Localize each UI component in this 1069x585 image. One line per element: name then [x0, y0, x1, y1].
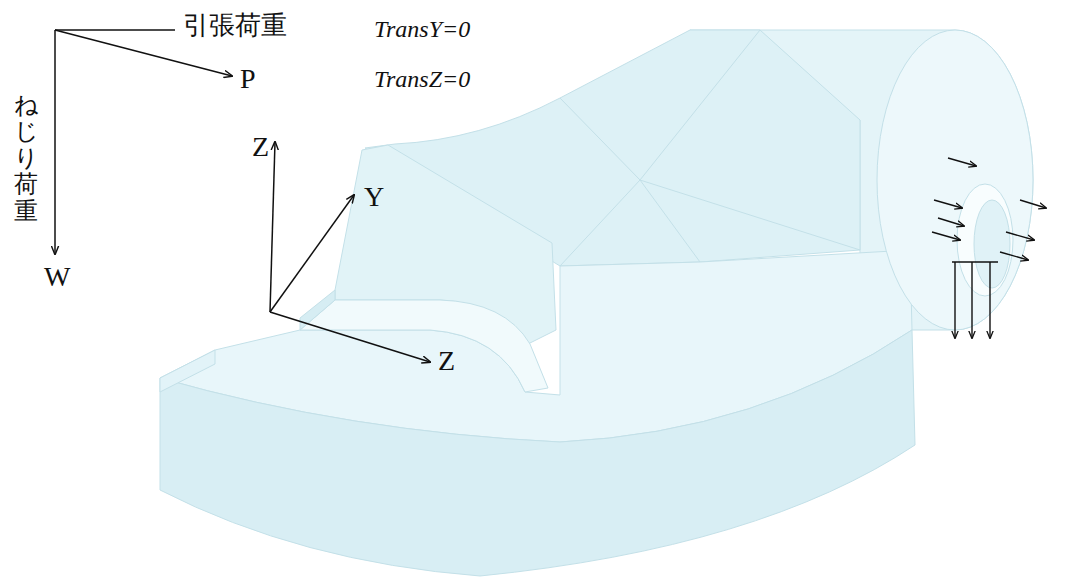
load-legend-lines — [55, 30, 232, 254]
load-arrows — [932, 158, 1046, 338]
coordinate-axes-piece — [270, 142, 275, 312]
load-symbol: W — [44, 262, 70, 293]
load-arrows-piece — [932, 232, 960, 240]
boss-hole-inner — [974, 200, 1010, 288]
load-name: ねじり荷重 — [14, 92, 38, 224]
load-symbol: P — [240, 64, 256, 95]
load-arrows-piece — [934, 200, 962, 208]
axis-label: Z — [252, 132, 269, 163]
load-arrows-piece — [954, 262, 955, 338]
load-arrows-piece — [1020, 200, 1046, 208]
arm-edge — [560, 30, 860, 266]
constraint-note: TransZ=0 — [374, 66, 470, 92]
load-legend-lines-piece — [54, 30, 56, 254]
load-arrows-piece — [948, 158, 976, 166]
load-arrows-piece — [1000, 252, 1028, 260]
load-arrows-piece — [938, 218, 964, 226]
load-legend-lines-piece — [55, 29, 175, 31]
fork-side — [300, 290, 335, 330]
bracket-part — [160, 30, 1033, 576]
boss-hole — [957, 184, 1013, 296]
load-arrows-piece — [952, 261, 998, 262]
load-arrows-piece — [1006, 232, 1034, 240]
load-arrows-piece — [971, 262, 972, 338]
constraint-note: TransY=0 — [374, 16, 470, 42]
coordinate-axes-piece — [270, 312, 430, 362]
coordinate-axes-piece — [270, 195, 354, 312]
axis-label: Z — [438, 346, 455, 377]
axis-label: Y — [364, 182, 384, 213]
base-step — [160, 350, 215, 392]
fork-slot — [300, 300, 548, 392]
load-name: 引張荷重 — [183, 12, 287, 41]
load-arrows-piece — [989, 262, 990, 338]
coordinate-axes — [270, 142, 430, 362]
